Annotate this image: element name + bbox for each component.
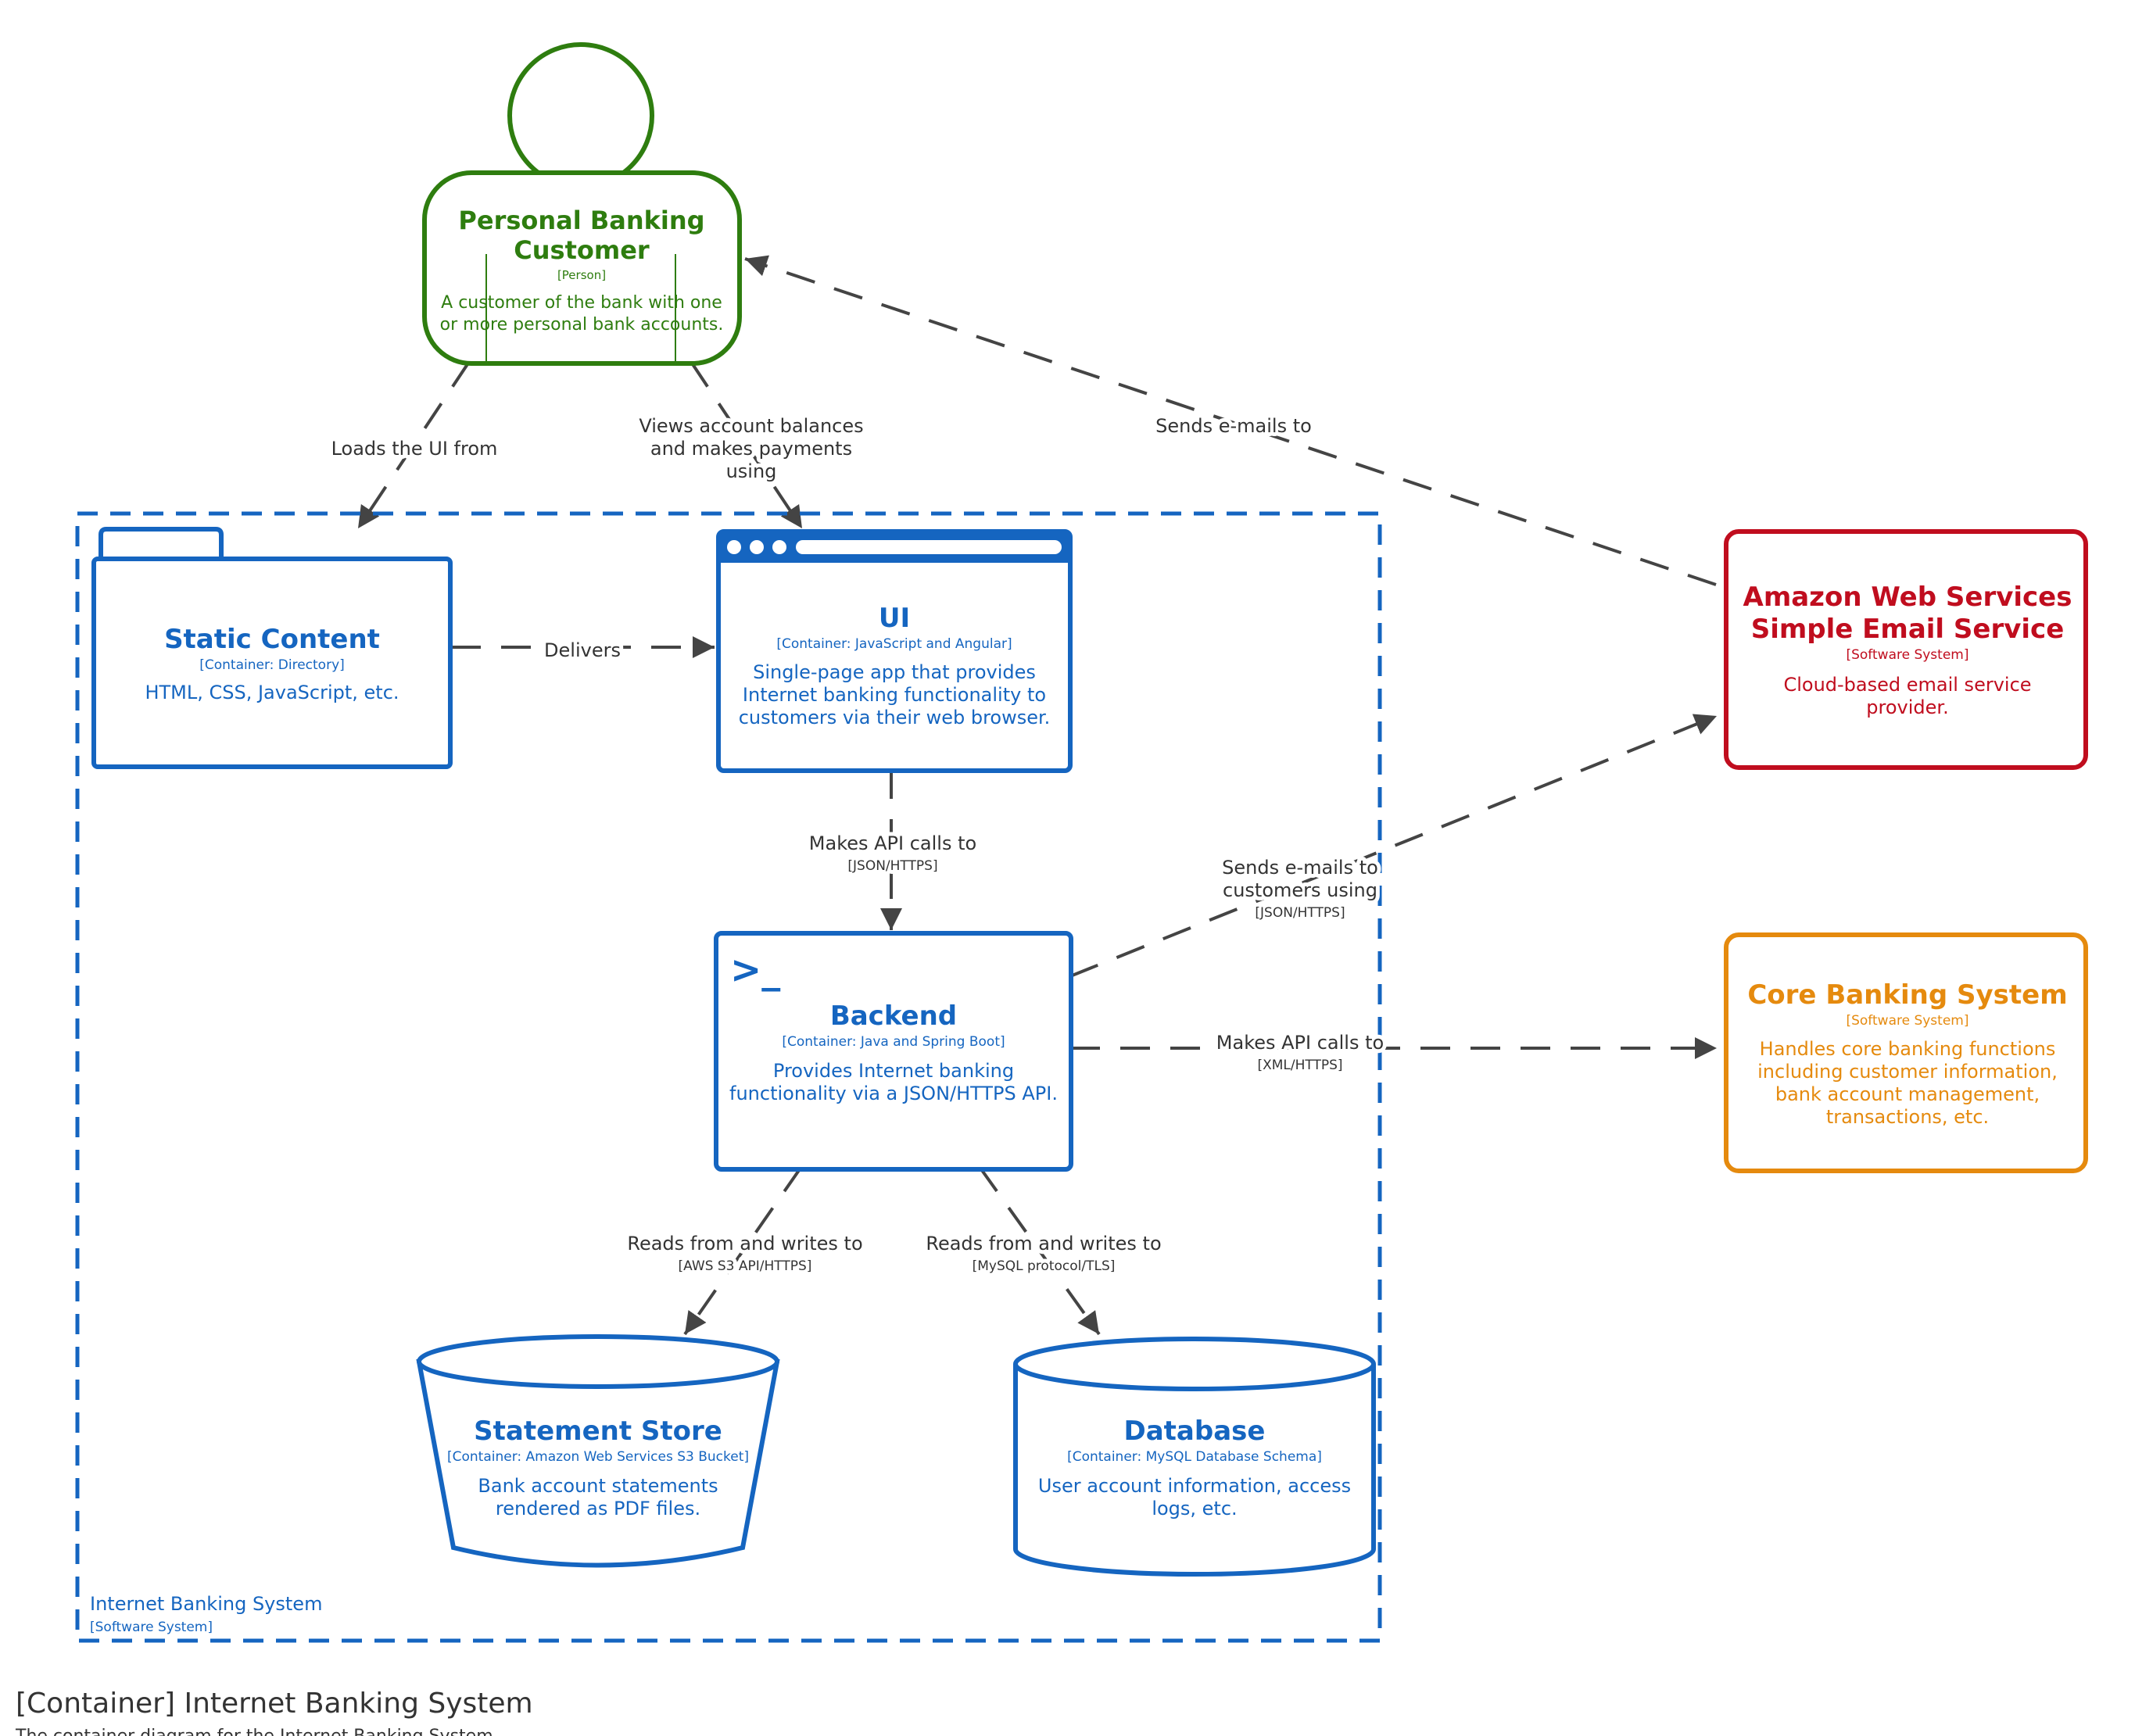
edge-sends-emails bbox=[744, 255, 1717, 586]
statement-store-type: [Container: Amazon Web Services S3 Bucke… bbox=[447, 1449, 749, 1465]
tech-backend-core: [XML/HTTPS] bbox=[1257, 1058, 1342, 1073]
label-delivers: Delivers bbox=[544, 639, 621, 661]
system-boundary: Internet Banking System [Software System… bbox=[75, 511, 1382, 1643]
label-backend-email-line2: customers using bbox=[1223, 879, 1377, 901]
statement-store-desc-line1: Bank account statements bbox=[478, 1475, 718, 1497]
folder-icon bbox=[99, 527, 224, 559]
bucket-rim bbox=[417, 1334, 779, 1389]
cylinder-top bbox=[1013, 1337, 1376, 1391]
edge-backend-db bbox=[978, 1165, 1101, 1336]
label-views-balances-line1: Views account balances bbox=[639, 415, 863, 437]
system-core-banking[interactable]: Core Banking System [Software System] Ha… bbox=[1724, 932, 2088, 1173]
terminal-icon: >_ bbox=[730, 948, 780, 992]
ui-desc-line3: customers via their web browser. bbox=[739, 707, 1051, 728]
system-aws-email-service[interactable]: Amazon Web Services Simple Email Service… bbox=[1724, 529, 2088, 770]
static-content-type: [Container: Directory] bbox=[199, 657, 345, 673]
person-body bbox=[422, 170, 742, 366]
backend-type: [Container: Java and Spring Boot] bbox=[782, 1034, 1005, 1050]
container-backend[interactable]: >_ Backend [Container: Java and Spring B… bbox=[714, 931, 1073, 1172]
email-service-name-line1: Amazon Web Services bbox=[1743, 582, 2072, 613]
email-service-name-line2: Simple Email Service bbox=[1751, 614, 2065, 645]
bucket-shape bbox=[416, 1359, 780, 1568]
browser-dot-icon bbox=[727, 540, 741, 554]
boundary-name: Internet Banking System bbox=[90, 1593, 322, 1615]
core-banking-type: [Software System] bbox=[1846, 1013, 1968, 1029]
label-loads-ui: Loads the UI from bbox=[331, 438, 498, 460]
database-name: Database bbox=[1124, 1416, 1266, 1447]
ui-desc-line2: Internet banking functionality to bbox=[743, 684, 1046, 706]
ui-desc-line1: Single-page app that provides bbox=[753, 661, 1036, 683]
ui-name: UI bbox=[879, 603, 910, 634]
person-type: [Person] bbox=[557, 268, 606, 282]
static-content-desc: HTML, CSS, JavaScript, etc. bbox=[145, 682, 399, 703]
core-banking-desc-line3: bank account management, bbox=[1775, 1083, 2040, 1105]
edge-loads-ui bbox=[356, 360, 471, 530]
person-name-line2: Customer bbox=[514, 235, 650, 265]
person-desc-line2: or more personal bank accounts. bbox=[440, 315, 724, 335]
tech-backend-s3: [AWS S3 API/HTTPS] bbox=[679, 1258, 812, 1274]
label-backend-email-line1: Sends e-mails to bbox=[1222, 857, 1378, 879]
boundary-type: [Software System] bbox=[90, 1620, 213, 1635]
browser-dot-icon bbox=[772, 540, 786, 554]
label-views-balances-line3: using bbox=[726, 460, 777, 482]
core-banking-desc-line2: including customer information, bbox=[1757, 1061, 2058, 1083]
database-desc-line1: User account information, access bbox=[1038, 1475, 1351, 1497]
database-desc-line2: logs, etc. bbox=[1152, 1498, 1237, 1519]
container-ui[interactable]: UI [Container: JavaScript and Angular] S… bbox=[716, 529, 1073, 773]
diagram-subtitle: The container diagram for the Internet B… bbox=[15, 1727, 499, 1736]
tech-ui-api: [JSON/HTTPS] bbox=[847, 858, 937, 874]
core-banking-name: Core Banking System bbox=[1747, 979, 2067, 1011]
tech-backend-email: [JSON/HTTPS] bbox=[1255, 905, 1345, 921]
backend-name: Backend bbox=[830, 1000, 957, 1032]
edge-backend-s3 bbox=[683, 1165, 803, 1336]
person-desc-line1: A customer of the bank with one bbox=[441, 293, 722, 313]
email-service-desc-line1: Cloud-based email service bbox=[1783, 674, 2031, 696]
container-static-content[interactable]: Static Content [Container: Directory] HT… bbox=[91, 527, 453, 769]
person-name-line1: Personal Banking bbox=[458, 206, 704, 235]
person-head-icon bbox=[507, 42, 654, 189]
label-ui-api: Makes API calls to bbox=[809, 832, 976, 854]
relationship-lines bbox=[356, 255, 1718, 1336]
label-views-balances-line2: and makes payments bbox=[650, 438, 852, 460]
browser-address-bar bbox=[796, 540, 1062, 554]
database-type: [Container: MySQL Database Schema] bbox=[1067, 1449, 1322, 1465]
container-statement-store[interactable]: Statement Store [Container: Amazon Web S… bbox=[416, 1334, 780, 1568]
backend-desc-line2: functionality via a JSON/HTTPS API. bbox=[729, 1083, 1058, 1104]
label-backend-db: Reads from and writes to bbox=[926, 1233, 1161, 1255]
statement-store-desc-line2: rendered as PDF files. bbox=[496, 1498, 700, 1519]
edge-views-balances bbox=[690, 360, 804, 530]
cylinder-body bbox=[1013, 1364, 1376, 1577]
container-database[interactable]: Database [Container: MySQL Database Sche… bbox=[1013, 1337, 1376, 1577]
statement-store-name: Statement Store bbox=[474, 1416, 722, 1447]
email-service-type: [Software System] bbox=[1846, 647, 1968, 663]
ui-type: [Container: JavaScript and Angular] bbox=[776, 636, 1012, 652]
diagram-title: [Container] Internet Banking System bbox=[16, 1688, 533, 1720]
core-banking-desc-line4: transactions, etc. bbox=[1826, 1106, 1989, 1128]
label-backend-core: Makes API calls to bbox=[1216, 1032, 1384, 1054]
tech-backend-db: [MySQL protocol/TLS] bbox=[973, 1258, 1116, 1274]
core-banking-desc-line1: Handles core banking functions bbox=[1760, 1038, 2056, 1060]
browser-dot-icon bbox=[750, 540, 764, 554]
label-sends-emails: Sends e-mails to bbox=[1155, 415, 1312, 437]
email-service-desc-line2: provider. bbox=[1866, 696, 1948, 718]
static-content-name: Static Content bbox=[164, 624, 380, 655]
label-backend-s3: Reads from and writes to bbox=[627, 1233, 862, 1255]
edge-backend-email bbox=[1069, 714, 1718, 978]
person-personal-banking-customer[interactable]: Personal Banking Customer [Person] A cus… bbox=[422, 42, 742, 366]
backend-desc-line1: Provides Internet banking bbox=[773, 1060, 1014, 1082]
